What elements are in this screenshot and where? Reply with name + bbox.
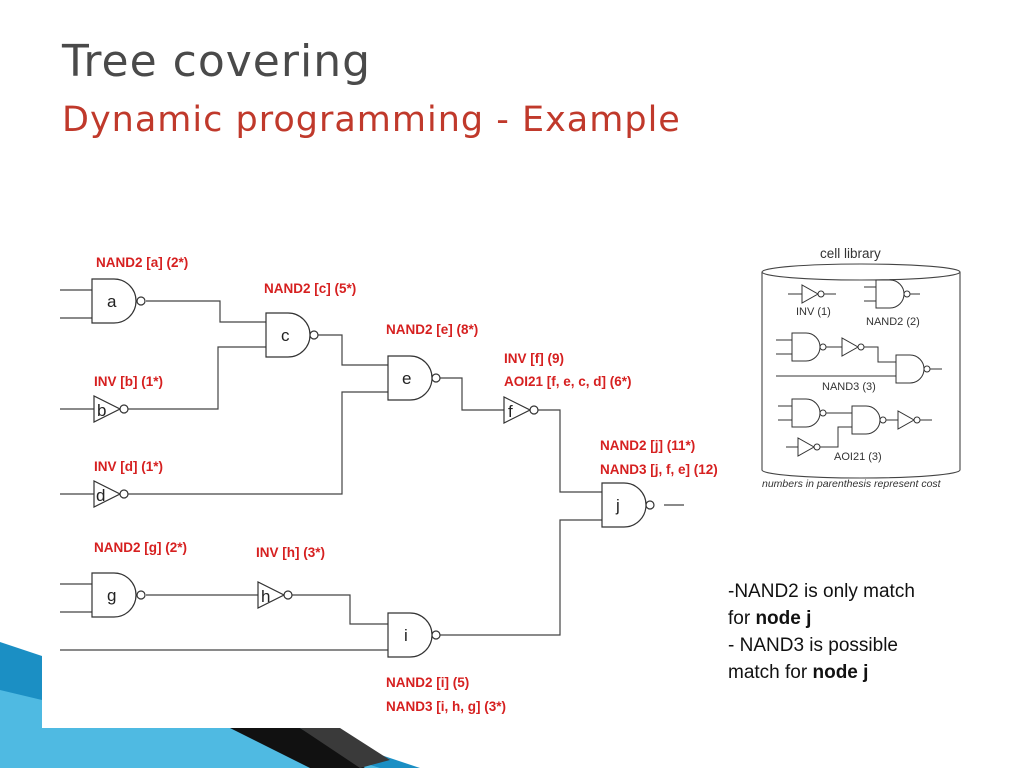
label-d: INV [d] (1*) — [94, 459, 163, 474]
gate-j: j — [601, 482, 655, 528]
gate-i-label: i — [404, 626, 408, 645]
gate-d-label: d — [96, 486, 105, 505]
slide-title: Tree covering — [62, 36, 372, 87]
label-f-aoi21: AOI21 [f, e, c, d] (6*) — [504, 374, 632, 389]
note-line-2-bold: node j — [812, 662, 869, 683]
gate-g-label: g — [107, 586, 116, 605]
lib-caption: numbers in parenthesis represent cost — [762, 478, 942, 490]
label-b: INV [b] (1*) — [94, 374, 163, 389]
gate-f: f — [503, 396, 539, 424]
gate-a: a — [91, 278, 146, 324]
label-c: NAND2 [c] (5*) — [264, 281, 356, 296]
gate-b-label: b — [97, 401, 106, 420]
gate-h: h — [257, 581, 293, 609]
lib-inv-label: INV (1) — [796, 306, 831, 318]
gate-c-label: c — [281, 326, 290, 345]
label-i-nand2: NAND2 [i] (5) — [386, 675, 469, 690]
label-e: NAND2 [e] (8*) — [386, 322, 478, 337]
lib-nand3-label: NAND3 (3) — [822, 381, 876, 393]
gate-a-label: a — [107, 292, 117, 311]
lib-inv — [788, 284, 836, 304]
note-line-2a: - NAND3 is possible — [728, 635, 898, 656]
lib-nand2-label: NAND2 (2) — [866, 316, 920, 328]
wires — [60, 289, 684, 651]
gate-f-label: f — [508, 402, 513, 421]
gate-g: g — [91, 572, 146, 618]
gate-e-label: e — [402, 369, 411, 388]
note-line-2b-wrap: match for node j — [728, 659, 968, 686]
slide-subtitle: Dynamic programming - Example — [62, 100, 681, 140]
label-i-nand3: NAND3 [i, h, g] (3*) — [386, 699, 506, 714]
label-h: INV [h] (3*) — [256, 545, 325, 560]
gate-h-label: h — [261, 587, 270, 606]
note-line-1b: for — [728, 608, 756, 629]
gate-i: i — [387, 612, 441, 658]
lib-aoi21-label: AOI21 (3) — [834, 451, 882, 463]
lib-aoi21 — [778, 398, 932, 457]
label-g: NAND2 [g] (2*) — [94, 540, 187, 555]
cell-library: cell library INV (1) NAND2 (2) — [761, 246, 961, 490]
note-line-1b-wrap: for node j — [728, 605, 968, 632]
notes: -NAND2 is only match for node j - NAND3 … — [728, 578, 968, 686]
decorative-wave — [0, 642, 420, 768]
gate-d: d — [93, 480, 129, 508]
label-j-nand2: NAND2 [j] (11*) — [600, 438, 695, 453]
gate-e: e — [387, 355, 441, 401]
note-line-2b: match for — [728, 662, 813, 683]
note-line-1a: -NAND2 is only match — [728, 581, 915, 602]
note-line-1-bold: node j — [755, 608, 812, 629]
gate-j-label: j — [615, 496, 620, 515]
gate-b: b — [93, 395, 129, 423]
label-f-inv: INV [f] (9) — [504, 351, 564, 366]
label-j-nand3: NAND3 [j, f, e] (12) — [600, 462, 718, 477]
label-a: NAND2 [a] (2*) — [96, 255, 188, 270]
lib-nand3 — [776, 332, 942, 384]
lib-nand2 — [864, 279, 920, 309]
gate-c: c — [265, 312, 319, 358]
cell-library-title: cell library — [820, 246, 881, 261]
